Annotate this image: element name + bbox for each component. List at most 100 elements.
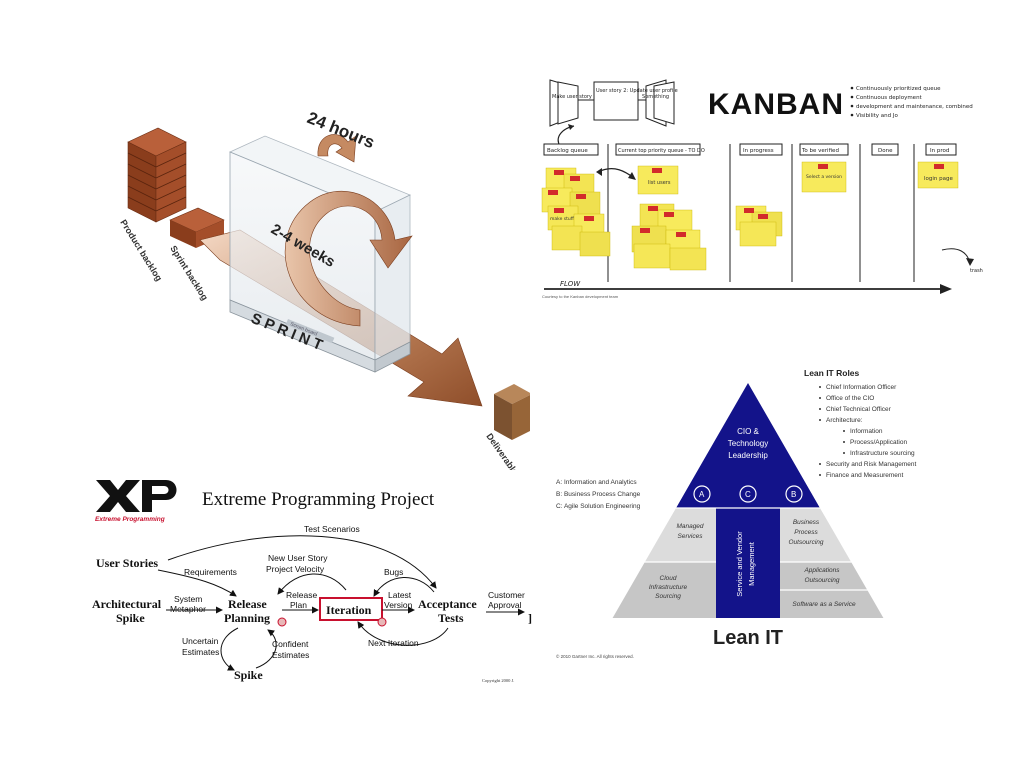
cloud-sourcing-label: Infrastructure [649, 584, 688, 591]
cloud-sourcing-label: Sourcing [655, 593, 681, 600]
node-iteration-box [319, 597, 383, 621]
kanban-footnote: Courtesy to the Kanban development team [542, 294, 619, 299]
lean-legend-a: A: Information and Analytics [556, 479, 637, 486]
apps-outsourcing-label: Outsourcing [804, 577, 839, 584]
release-plan-marker [277, 617, 287, 627]
lean-it-panel: Lean IT Roles Chief Information Officer … [550, 360, 950, 670]
node-release-planning-2: Planning [224, 611, 270, 625]
kanban-title: KANBAN [708, 88, 844, 121]
node-acceptance-tests-1: Acceptance [418, 597, 477, 611]
apps-outsourcing-label: Applications [803, 567, 840, 574]
edge-new-user-story-1: New User Story [268, 553, 328, 563]
node-acceptance-tests-2: Tests [438, 611, 464, 625]
edge-bugs: Bugs [384, 567, 403, 577]
xp-edges [157, 535, 525, 671]
xp-logo [93, 478, 177, 522]
managed-services-label: Managed [676, 523, 703, 530]
kanban-column-headers [543, 143, 957, 156]
story-arrow [557, 125, 575, 147]
xp-logo-text: Extreme Programming [95, 516, 165, 523]
bpo-label: Business [793, 519, 820, 526]
kanban-board: Make user story User story 2: Update use… [541, 79, 983, 299]
lean-role: Office of the CIO [826, 395, 874, 402]
node-arch-spike-2: Spike [116, 611, 145, 625]
circle-b: B [791, 490, 796, 499]
edge-next-iteration: Next Iteration [368, 638, 419, 648]
product-backlog-label: Product backlog [118, 218, 164, 283]
lean-role: Architecture: [826, 417, 863, 424]
node-truncated: ] [528, 611, 532, 625]
kanban-bullet-4: Visibility and Jo [856, 113, 899, 119]
edge-system-metaphor-2: Metaphor [170, 604, 206, 614]
managed-services-label: Services [678, 533, 704, 540]
column-top-priority: Current top priority queue - TO DO [618, 148, 705, 154]
sprint-diagram-panel: Product backlog Sprint backlog Scrum boa… [90, 90, 530, 470]
note-login-page: login page [924, 176, 953, 182]
lean-legend: A: Information and Analytics B: Business… [556, 479, 641, 510]
pyramid-circles [693, 485, 803, 503]
pyramid-center-column [716, 508, 780, 618]
xp-flow-diagram: Extreme Programming Extreme Programming … [92, 478, 532, 683]
pyramid-top [676, 382, 820, 508]
node-release-planning-1: Release [228, 597, 267, 611]
lean-copyright: © 2010 Gartner Inc. All rights reserved. [556, 653, 634, 659]
center-label-line: Service and Vendor [735, 531, 744, 597]
story-card-1: Make user story [552, 94, 592, 100]
trash-arrow [941, 248, 971, 265]
column-backlog-queue: Backlog queue [547, 148, 588, 154]
edge-requirements: Requirements [184, 567, 237, 577]
edge-system-metaphor-1: System [174, 594, 202, 604]
top-label-line: Leadership [728, 451, 768, 460]
priority-arrow [597, 168, 635, 179]
sticky-flags [548, 164, 944, 237]
hours-loop-arrow [317, 134, 357, 163]
kanban-column-separators [607, 144, 915, 282]
sprint-diagram: Product backlog Sprint backlog Scrum boa… [118, 108, 530, 470]
sticky-notes [541, 161, 959, 271]
note-make-stuff: make stuff [550, 216, 575, 222]
lean-legend-b: B: Business Process Change [556, 491, 641, 498]
note-select-version: Select a version [806, 174, 842, 180]
column-in-prod: In prod [930, 148, 949, 154]
edge-release-plan-2: Plan [290, 600, 307, 610]
bpo-label: Outsourcing [788, 539, 823, 546]
lean-role: Chief Technical Officer [826, 406, 892, 413]
note-list-users: list users [648, 180, 671, 186]
edge-customer-approval-1: Customer [488, 590, 525, 600]
saas-label: Software as a Service [792, 601, 856, 608]
kanban-bullet-3: development and maintenance, combined [856, 104, 973, 110]
lean-role: Information [850, 428, 883, 435]
kanban-bullets: Continuously prioritized queue Continuou… [850, 86, 973, 119]
circle-c: C [745, 490, 751, 499]
edge-customer-approval-2: Approval [488, 600, 522, 610]
xp-project-panel: Extreme Programming Extreme Programming … [88, 472, 536, 692]
edge-release-plan-1: Release [286, 590, 317, 600]
flow-label: FLOW [560, 280, 581, 288]
sprint-backlog-label: Sprint backlog [168, 244, 210, 302]
story-card-3: Something [642, 94, 669, 100]
node-spike: Spike [234, 668, 263, 682]
latest-version-marker [377, 617, 387, 627]
xp-title: Extreme Programming Project [202, 489, 435, 510]
lean-role: Security and Risk Management [826, 461, 917, 468]
node-arch-spike-1: Architectural [92, 597, 162, 611]
node-iteration: Iteration [326, 603, 372, 617]
lean-it-pyramid: Lean IT Roles Chief Information Officer … [556, 368, 917, 659]
product-backlog-stack [127, 127, 187, 223]
column-to-be-verified: To be verified [801, 148, 839, 154]
kanban-bullet-1: Continuously prioritized queue [856, 86, 941, 92]
column-done: Done [878, 148, 893, 154]
lean-role: Chief Information Officer [826, 384, 897, 391]
edge-uncertain-estimates-1: Uncertain [182, 636, 219, 646]
deliverable-box [494, 384, 530, 440]
lean-role: Infrastructure sourcing [850, 450, 915, 457]
story-card-2: User story 2: Update user profile [596, 88, 678, 94]
bpo-label: Process [794, 529, 818, 536]
pyramid-top-label: CIO & Technology Leadership [728, 427, 769, 460]
edge-new-user-story-2: Project Velocity [266, 564, 325, 574]
edge-test-scenarios: Test Scenarios [304, 524, 360, 534]
lean-legend-c: C: Agile Solution Engineering [556, 503, 641, 510]
edge-latest-version-2: Version [384, 600, 413, 610]
trash-label: trash [970, 268, 983, 274]
cloud-sourcing-label: Cloud [660, 575, 677, 582]
